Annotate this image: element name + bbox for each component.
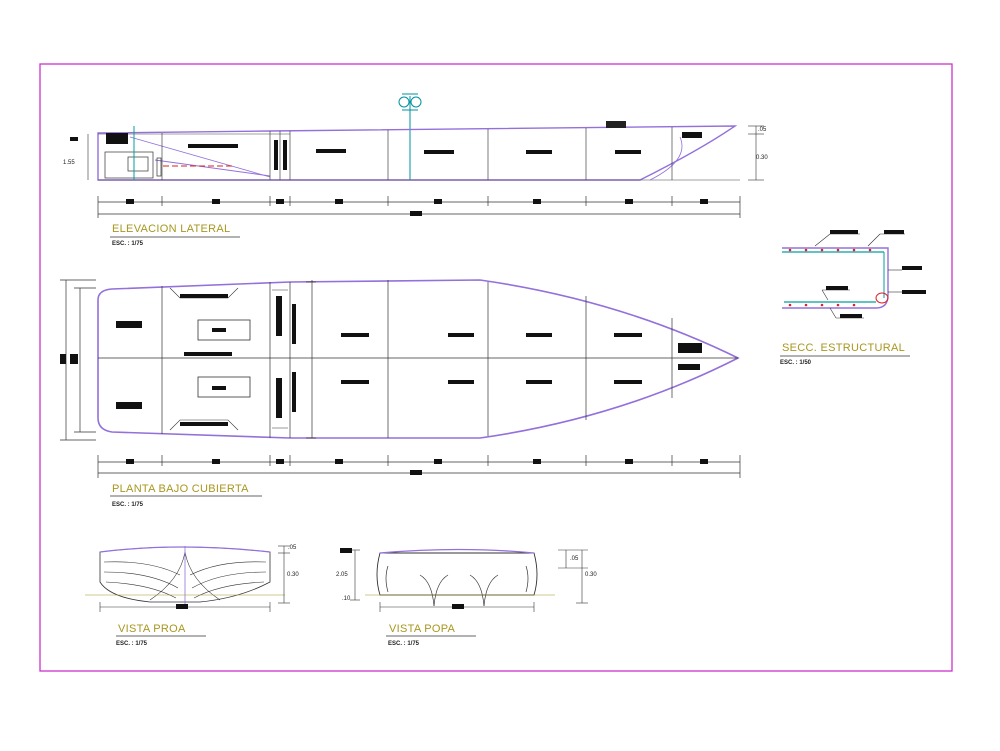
elevation-dim-left: 1.55 (63, 160, 75, 166)
elevation-view (70, 93, 764, 238)
stern-dim-right-top: .05 (570, 556, 579, 562)
sheet-border (39, 63, 953, 672)
bow-view (85, 545, 290, 637)
bow-dim-top: .05 (288, 545, 297, 551)
elevation-dim-right-bottom: 0.30 (756, 155, 768, 161)
plan-scale: ESC. : 1/75 (112, 502, 144, 508)
mast-icon (398, 93, 422, 180)
stern-dim-left-top: 2.05 (336, 572, 348, 578)
section-view (780, 230, 926, 357)
bow-dim-bottom: 0.30 (287, 572, 299, 578)
elevation-scale: ESC. : 1/75 (112, 241, 144, 247)
stern-title: VISTA POPA (389, 623, 456, 635)
plan-view (60, 279, 741, 497)
section-title: SECC. ESTRUCTURAL (782, 342, 906, 354)
section-scale: ESC. : 1/50 (780, 360, 812, 366)
elevation-dim-right-top: .05 (758, 127, 767, 133)
stern-dim-left-bottom: .10 (342, 596, 351, 602)
plan-title: PLANTA BAJO CUBIERTA (112, 483, 249, 495)
elevation-labels (106, 132, 702, 170)
bow-scale: ESC. : 1/75 (116, 641, 148, 647)
stern-dim-right-bottom: 0.30 (585, 572, 597, 578)
plan-hull (97, 279, 740, 439)
bow-title: VISTA PROA (118, 623, 186, 635)
plan-labels (116, 294, 702, 426)
stern-view (340, 548, 588, 637)
stern-scale: ESC. : 1/75 (388, 641, 420, 647)
elevation-title: ELEVACION LATERAL (112, 223, 231, 235)
